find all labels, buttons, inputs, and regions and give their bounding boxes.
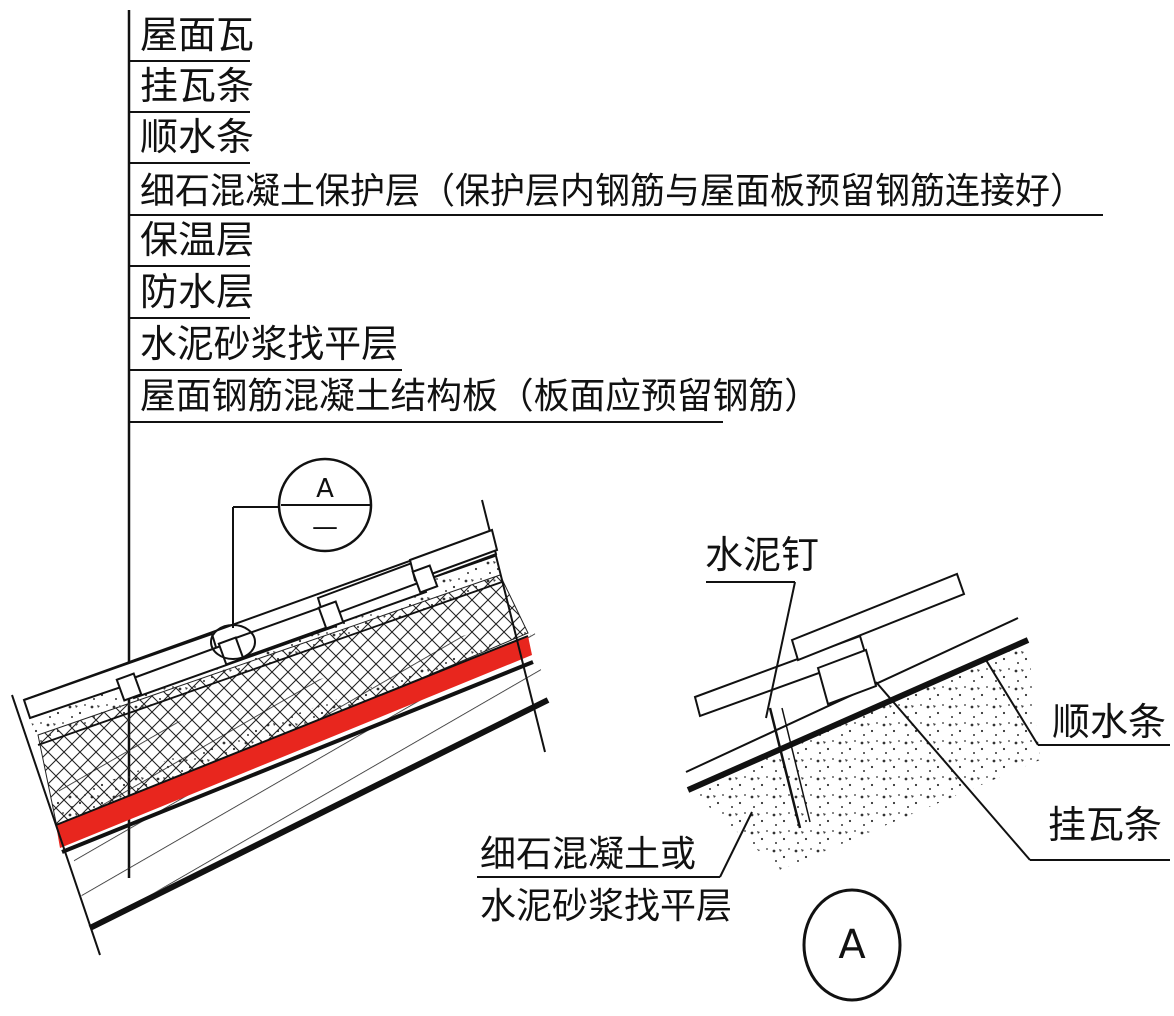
layer-label-counter-batten: 顺水条 [140, 115, 254, 159]
screed-leader [719, 811, 753, 878]
tile-batten [411, 564, 439, 594]
screed-label-line1: 细石混凝土或 [480, 834, 696, 875]
detail-tile-batten [816, 648, 878, 706]
tile-batten-leader [875, 681, 1031, 861]
counter-batten-leader [985, 659, 1039, 746]
section-marker-top: A [316, 474, 334, 504]
cement-nail-shank [781, 707, 811, 823]
detail-a: 水泥钉 顺水条 挂瓦条 细石混凝土或 水泥砂浆找平层 A [477, 533, 1170, 1002]
cement-nail [768, 707, 802, 829]
detail-marker-circle [802, 888, 902, 1002]
slab-bottom-edge [88, 697, 550, 931]
slab-top-line [61, 660, 534, 854]
detail-screed [690, 640, 1040, 870]
detail-callout-ring [210, 624, 256, 660]
layer-label-tile-batten: 挂瓦条 [140, 64, 254, 108]
layer-label-waterproofing: 防水层 [140, 270, 254, 314]
screed-label-line2: 水泥砂浆找平层 [480, 886, 732, 927]
layer-label-roof-tile: 屋面瓦 [140, 13, 254, 57]
tile-batten [115, 672, 143, 702]
tile-batten-label: 挂瓦条 [1048, 803, 1162, 847]
tile-batten [317, 600, 345, 630]
layer-label-structural-slab: 屋面钢筋混凝土结构板（板面应预留钢筋） [140, 376, 820, 417]
detail-top-thick-line [686, 637, 1030, 793]
layer-label-leveling-screed: 水泥砂浆找平层 [140, 322, 398, 366]
layer-boundary [37, 581, 503, 746]
detail-marker-label: A [838, 922, 866, 968]
layer-label-concrete-protection: 细石混凝土保护层（保护层内钢筋与屋面板预留钢筋连接好） [140, 171, 1085, 212]
counter-batten-label: 顺水条 [1052, 700, 1166, 744]
section-marker-bottom: — [312, 512, 338, 542]
nail-leader [765, 581, 796, 719]
roof-section-left: A — [11, 457, 550, 956]
section-cut-left [11, 694, 101, 956]
detail-roof-tile [790, 572, 966, 662]
nail-label: 水泥钉 [705, 533, 819, 577]
layer-label-insulation: 保温层 [140, 218, 254, 262]
layer-legend: 屋面瓦 挂瓦条 顺水条 细石混凝土保护层（保护层内钢筋与屋面板预留钢筋连接好） … [127, 10, 1103, 878]
waterproof-layer [56, 636, 532, 848]
waterproof-outline-top [55, 635, 529, 826]
